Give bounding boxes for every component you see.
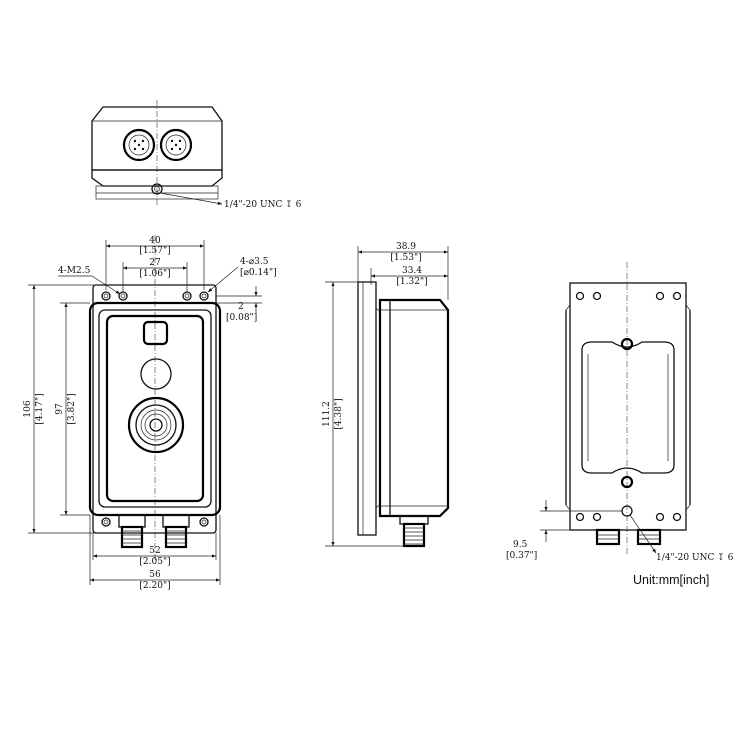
top-thread-callout: 1/4"-20 UNC ↧ 6 [224, 200, 302, 210]
top-view: 1/4"-20 UNC ↧ 6 [91, 100, 302, 210]
rear-thread-callout: 1/4"-20 UNC ↧ 6 [656, 553, 734, 563]
dim-33-4: 33.4 [402, 266, 422, 276]
dim-38-9-inch: [1.53"] [390, 253, 421, 263]
dim-106: 106 [23, 400, 33, 417]
dim-38-9: 38.9 [396, 242, 416, 252]
dim-106-inch: [4.17"] [35, 393, 45, 424]
side-view [357, 281, 450, 548]
dim-52: 52 [149, 546, 160, 556]
rear-dimensions: 9.5 [0.37"] 1/4"-20 UNC ↧ 6 [506, 500, 734, 563]
dim-2-inch: [0.08"] [226, 313, 257, 323]
dim-40: 40 [149, 236, 161, 246]
dim-52-inch: [2.05"] [139, 557, 170, 567]
dim-56-inch: [2.20"] [139, 581, 170, 591]
dim-27-inch: [1.06"] [139, 269, 170, 279]
indicator-icon [140, 358, 172, 390]
hole-dia-inch: [⌀0.14"] [240, 268, 277, 278]
mount-thread-label: 4-M2.5 [58, 266, 91, 276]
dim-2: 2 [238, 302, 244, 312]
dim-9-5: 9.5 [513, 540, 528, 550]
lens-icon [127, 396, 185, 454]
dim-56: 56 [149, 570, 161, 580]
connector-right-icon [159, 128, 193, 162]
dim-27: 27 [149, 258, 161, 268]
front-dimensions: 40 [1.57"] 27 [1.06"] 4-M2.5 4-⌀3.5 [⌀0.… [23, 236, 277, 591]
dim-97-inch: [3.82"] [67, 393, 77, 424]
unit-label: Unit:mm[inch] [633, 573, 709, 587]
side-dimensions: 38.9 [1.53"] 33.4 [1.32"] 111.2 [4.38"] [322, 242, 449, 547]
dim-111-2: 111.2 [322, 401, 332, 427]
dim-111-2-inch: [4.38"] [334, 398, 344, 429]
rear-view [565, 262, 691, 555]
connector-left-icon [122, 128, 156, 162]
dim-97: 97 [55, 403, 65, 415]
dim-40-inch: [1.57"] [139, 246, 170, 256]
dim-9-5-inch: [0.37"] [506, 551, 537, 561]
status-button-icon [142, 320, 169, 346]
hole-dia-label: 4-⌀3.5 [240, 257, 269, 267]
bottom-connector-right-icon [162, 514, 190, 549]
front-view [88, 235, 222, 560]
dim-33-4-inch: [1.32"] [396, 277, 427, 287]
bottom-connector-left-icon [118, 514, 146, 549]
